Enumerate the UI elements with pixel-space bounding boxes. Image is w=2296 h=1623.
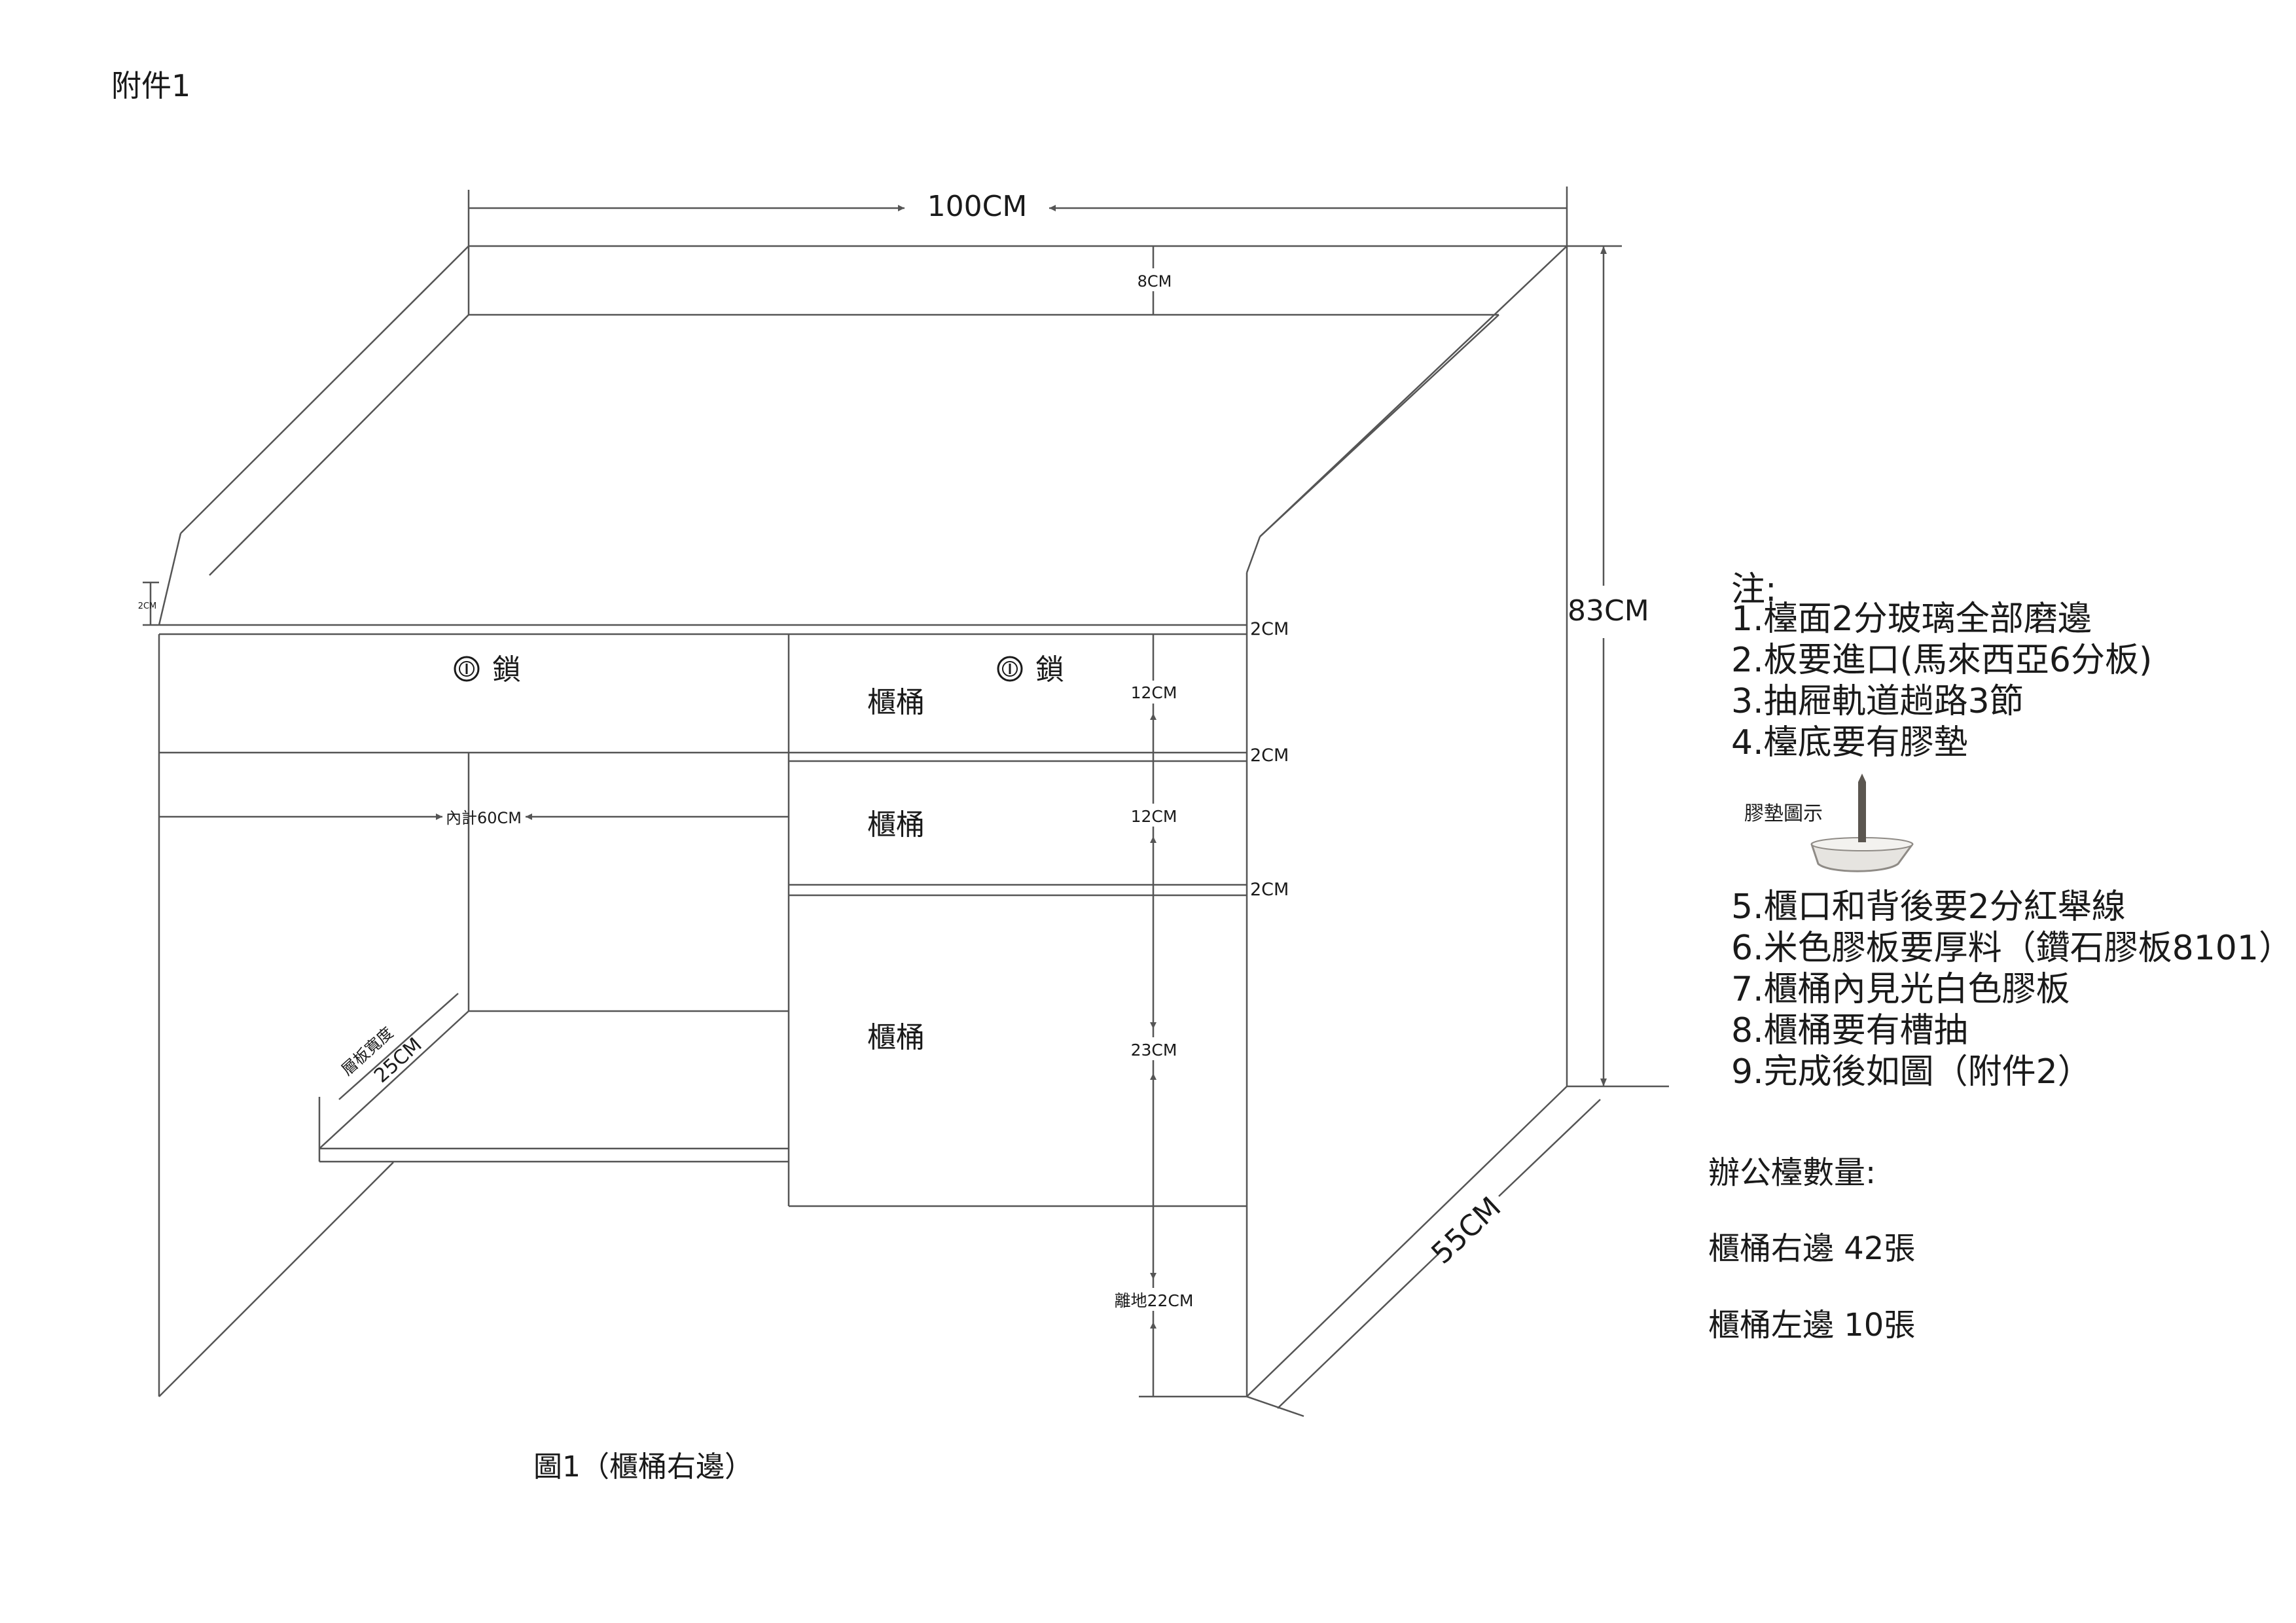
lock-icon [454,656,480,682]
notes-list-a: 1.檯面2分玻璃全部磨邊 2.板要進口(馬來西亞6分板) 3.抽屜軌道趟路3節 … [1731,599,2152,764]
depth-label: 55CM [1425,1190,1507,1270]
notes-list-b: 5.櫃口和背後要2分紅舉線 6.米色膠板要厚料（鑽石膠板8101） 7.櫃桶內見… [1731,887,2293,1093]
drawer-1-height-label: 12CM [1131,683,1177,702]
note-item: 4.檯底要有膠墊 [1731,723,1968,762]
gap-1-label: 2CM [1250,745,1289,766]
drawer-2-height-label: 12CM [1131,807,1177,826]
note-item: 6.米色膠板要厚料（鑽石膠板8101） [1731,929,2293,968]
quantity-title: 辦公檯數量: [1708,1154,1876,1191]
quantity-right: 櫃桶右邊 42張 [1708,1230,1916,1267]
figure-caption: 圖1（櫃桶右邊） [533,1450,753,1484]
note-item: 1.檯面2分玻璃全部磨邊 [1731,599,2092,639]
note-item: 5.櫃口和背後要2分紅舉線 [1731,887,2126,927]
note-item: 2.板要進口(馬來西亞6分板) [1731,641,2153,680]
height-label: 83CM [1568,594,1649,628]
rubber-pad-label: 膠墊圖示 [1744,802,1823,825]
drawer-1-label: 櫃桶 [867,686,925,719]
note-item: 8.櫃桶要有槽抽 [1731,1011,1968,1050]
drawer-3-height-label: 23CM [1131,1041,1177,1060]
back-panel-label: 8CM [1138,272,1172,291]
drawer-2-label: 櫃桶 [867,808,925,842]
drawer-3-label: 櫃桶 [867,1021,925,1054]
attachment-label: 附件1 [111,68,191,103]
lock-icon [997,656,1023,682]
inner-width-label: 內計60CM [446,809,522,827]
right-lock-label: 鎖 [1035,653,1064,687]
width-label: 100CM [927,190,1028,223]
note-item: 3.抽屜軌道趟路3節 [1731,682,2024,721]
rubber-pad-image [1810,774,1914,872]
edge-thickness-label: 2CM [1250,619,1289,639]
notes-title: 注: [1731,570,1777,609]
ground-clearance-label: 離地22CM [1115,1291,1194,1310]
gap-2-label: 2CM [1250,880,1289,900]
top-thickness-label: 2CM [138,601,157,611]
quantity-left: 櫃桶左邊 10張 [1708,1307,1916,1344]
note-item: 9.完成後如圖（附件2） [1731,1052,2092,1092]
left-lock-label: 鎖 [492,653,521,687]
note-item: 7.櫃桶內見光白色膠板 [1731,970,2070,1009]
